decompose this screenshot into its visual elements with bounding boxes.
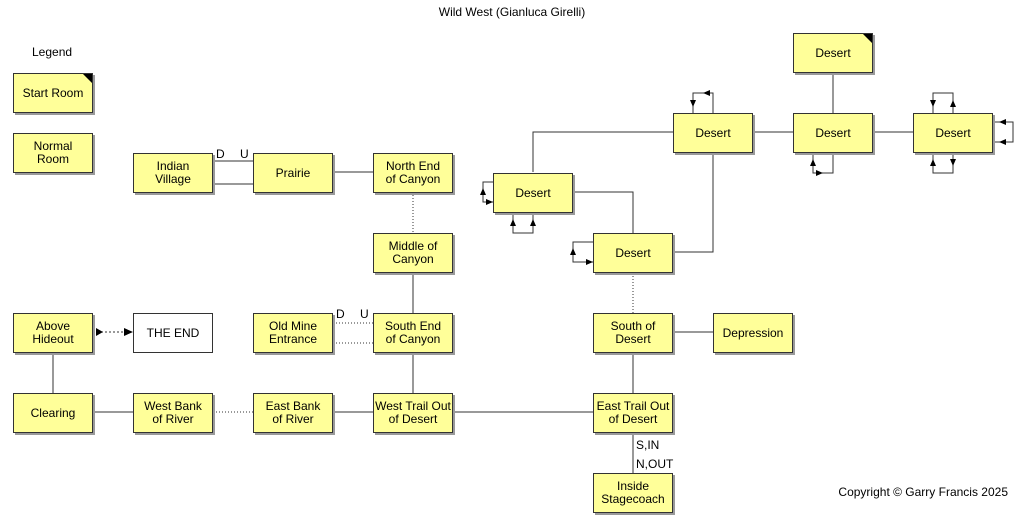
room-above-hideout: Above Hideout	[13, 313, 93, 353]
room-label: Indian Village	[155, 159, 191, 186]
room-north-end-canyon: North End of Canyon	[373, 153, 453, 193]
room-label: Desert	[815, 125, 851, 140]
room-label: West Bank of River	[144, 399, 202, 426]
exit-label-down: D	[216, 147, 225, 161]
room-west-trail: West Trail Out of Desert	[373, 393, 453, 433]
copyright: Copyright © Garry Francis 2025	[838, 485, 1008, 499]
room-inside-stagecoach: Inside Stagecoach	[593, 473, 673, 513]
exit-label-north-out: N,OUT	[636, 457, 674, 471]
room-the-end: THE END	[133, 313, 213, 353]
room-label: Desert	[695, 125, 731, 140]
start-room-marker	[83, 74, 92, 83]
legend-title: Legend	[32, 45, 73, 59]
legend-start-room-label: Start Room	[22, 85, 84, 100]
room-label: Desert	[935, 125, 971, 140]
room-desert-e: Desert	[913, 113, 993, 153]
room-label: Clearing	[30, 405, 76, 420]
exit-label-up: U	[360, 307, 369, 321]
room-desert-c: Desert	[673, 113, 753, 153]
legend-normal-room-label: Normal Room	[33, 139, 73, 166]
room-label: Desert	[515, 185, 551, 200]
room-old-mine-entrance: Old Mine Entrance	[253, 313, 333, 353]
map-title: Wild West (Gianluca Girelli)	[438, 5, 586, 19]
room-depression: Depression	[713, 313, 793, 353]
exit-label-south-in: S,IN	[636, 438, 660, 452]
room-label: Old Mine Entrance	[268, 319, 318, 346]
room-east-trail: East Trail Out of Desert	[593, 393, 673, 433]
room-label: Desert	[815, 45, 851, 60]
room-label: Desert	[615, 245, 651, 260]
exit-label-up: U	[240, 147, 249, 161]
room-label: North End of Canyon	[385, 159, 441, 186]
room-desert-d: Desert	[793, 113, 873, 153]
room-prairie: Prairie	[253, 153, 333, 193]
room-label: Above Hideout	[32, 319, 74, 346]
room-desert-b: Desert	[593, 233, 673, 273]
room-label: THE END	[146, 325, 200, 340]
room-clearing: Clearing	[13, 393, 93, 433]
room-label: East Trail Out of Desert	[596, 399, 670, 426]
exit-label-down: D	[336, 307, 345, 321]
room-label: West Trail Out of Desert	[375, 399, 451, 426]
room-label: Depression	[722, 325, 784, 340]
room-east-bank-river: East Bank of River	[253, 393, 333, 433]
legend-start-room: Start Room	[13, 73, 93, 113]
room-label: South End of Canyon	[384, 319, 442, 346]
room-label: Inside Stagecoach	[601, 479, 665, 506]
room-indian-village: Indian Village	[133, 153, 213, 193]
room-west-bank-river: West Bank of River	[133, 393, 213, 433]
room-label: Prairie	[275, 165, 311, 180]
room-label: Middle of Canyon	[388, 239, 438, 266]
room-south-end-canyon: South End of Canyon	[373, 313, 453, 353]
legend-normal-room: Normal Room	[13, 133, 93, 173]
start-room-marker	[863, 34, 872, 43]
room-middle-canyon: Middle of Canyon	[373, 233, 453, 273]
room-label: East Bank of River	[265, 399, 321, 426]
room-desert-top: Desert	[793, 33, 873, 73]
room-desert-a: Desert	[493, 173, 573, 213]
room-south-of-desert: South of Desert	[593, 313, 673, 353]
room-label: South of Desert	[610, 319, 656, 346]
